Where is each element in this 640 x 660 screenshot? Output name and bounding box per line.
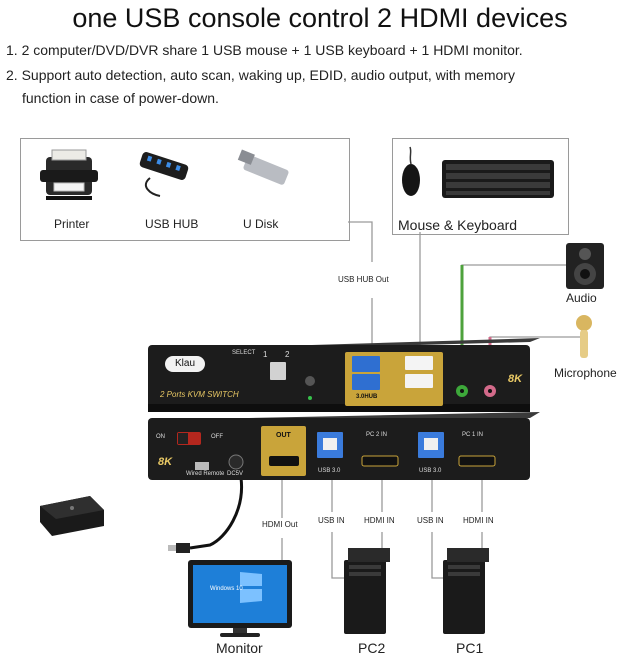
pc2-in-label: PC 2 IN [366,432,388,438]
speaker-icon [566,243,604,289]
usb-hub-label: USB HUB [145,217,199,231]
usb-in-label-pc1: USB IN [417,516,444,525]
feature-1: 1. 2 computer/DVD/DVR share 1 USB mouse … [6,42,523,58]
feature-2: 2. Support auto detection, auto scan, wa… [6,67,515,83]
pc1-label: PC1 [456,640,484,656]
kvm-front-panel [148,338,540,412]
kvm-rear-panel [148,412,540,480]
wired-remote-label: Wired Remote [186,471,225,477]
port-2-indicator: 2 [285,350,290,359]
kvm-type-label: 2 Ports KVM SWITCH [160,390,239,399]
brand-logo: Klau [165,356,205,372]
keyboard-icon [442,160,554,198]
dc-power-label: DC5V [227,471,244,477]
pc2-tower-icon [344,548,390,634]
usb30-label-pc1: USB 3.0 [419,468,442,474]
usb-hub-icon [139,152,189,197]
printer-label: Printer [54,217,90,231]
microphone-label: Microphone [554,366,617,380]
usb30-label-pc2: USB 3.0 [318,468,341,474]
rear-8k-badge: 8K [158,456,173,468]
select-label: SELECT [232,350,256,356]
usb-hub-out-label: USB HUB Out [338,275,389,284]
usb-in-label-pc2: USB IN [318,516,345,525]
port-1-indicator: 1 [263,350,268,359]
hdmi-in-label-pc1: HDMI IN [463,516,494,525]
mouse-icon [402,146,420,196]
microphone-icon [576,315,592,358]
monitor-label: Monitor [216,640,263,656]
hdmi-in-label-pc2: HDMI IN [364,516,395,525]
hub-label: 3.0HUB [356,394,378,400]
hdmi-out-port-label: OUT [276,432,291,439]
usb-disk-label: U Disk [243,217,279,231]
usb-flash-drive-icon [237,149,289,185]
audio-label: Audio [566,291,597,305]
mouse-keyboard-label: Mouse & Keyboard [398,217,518,233]
hdmi-out-label: HDMI Out [262,520,298,529]
pc1-in-label: PC 1 IN [462,432,484,438]
pc2-label: PC2 [358,640,386,656]
feature-2-continued: function in case of power-down. [22,90,219,106]
page-title: one USB console control 2 HDMI devices [72,3,568,33]
monitor-screen-text: Windows 10 [210,586,243,592]
power-off-label: OFF [211,434,223,440]
monitor-icon [188,560,292,637]
wired-remote-icon [40,496,104,536]
printer-icon [40,149,98,200]
power-on-label: ON [156,434,165,440]
front-8k-badge: 8K [508,373,523,385]
pc1-tower-icon [443,548,489,634]
